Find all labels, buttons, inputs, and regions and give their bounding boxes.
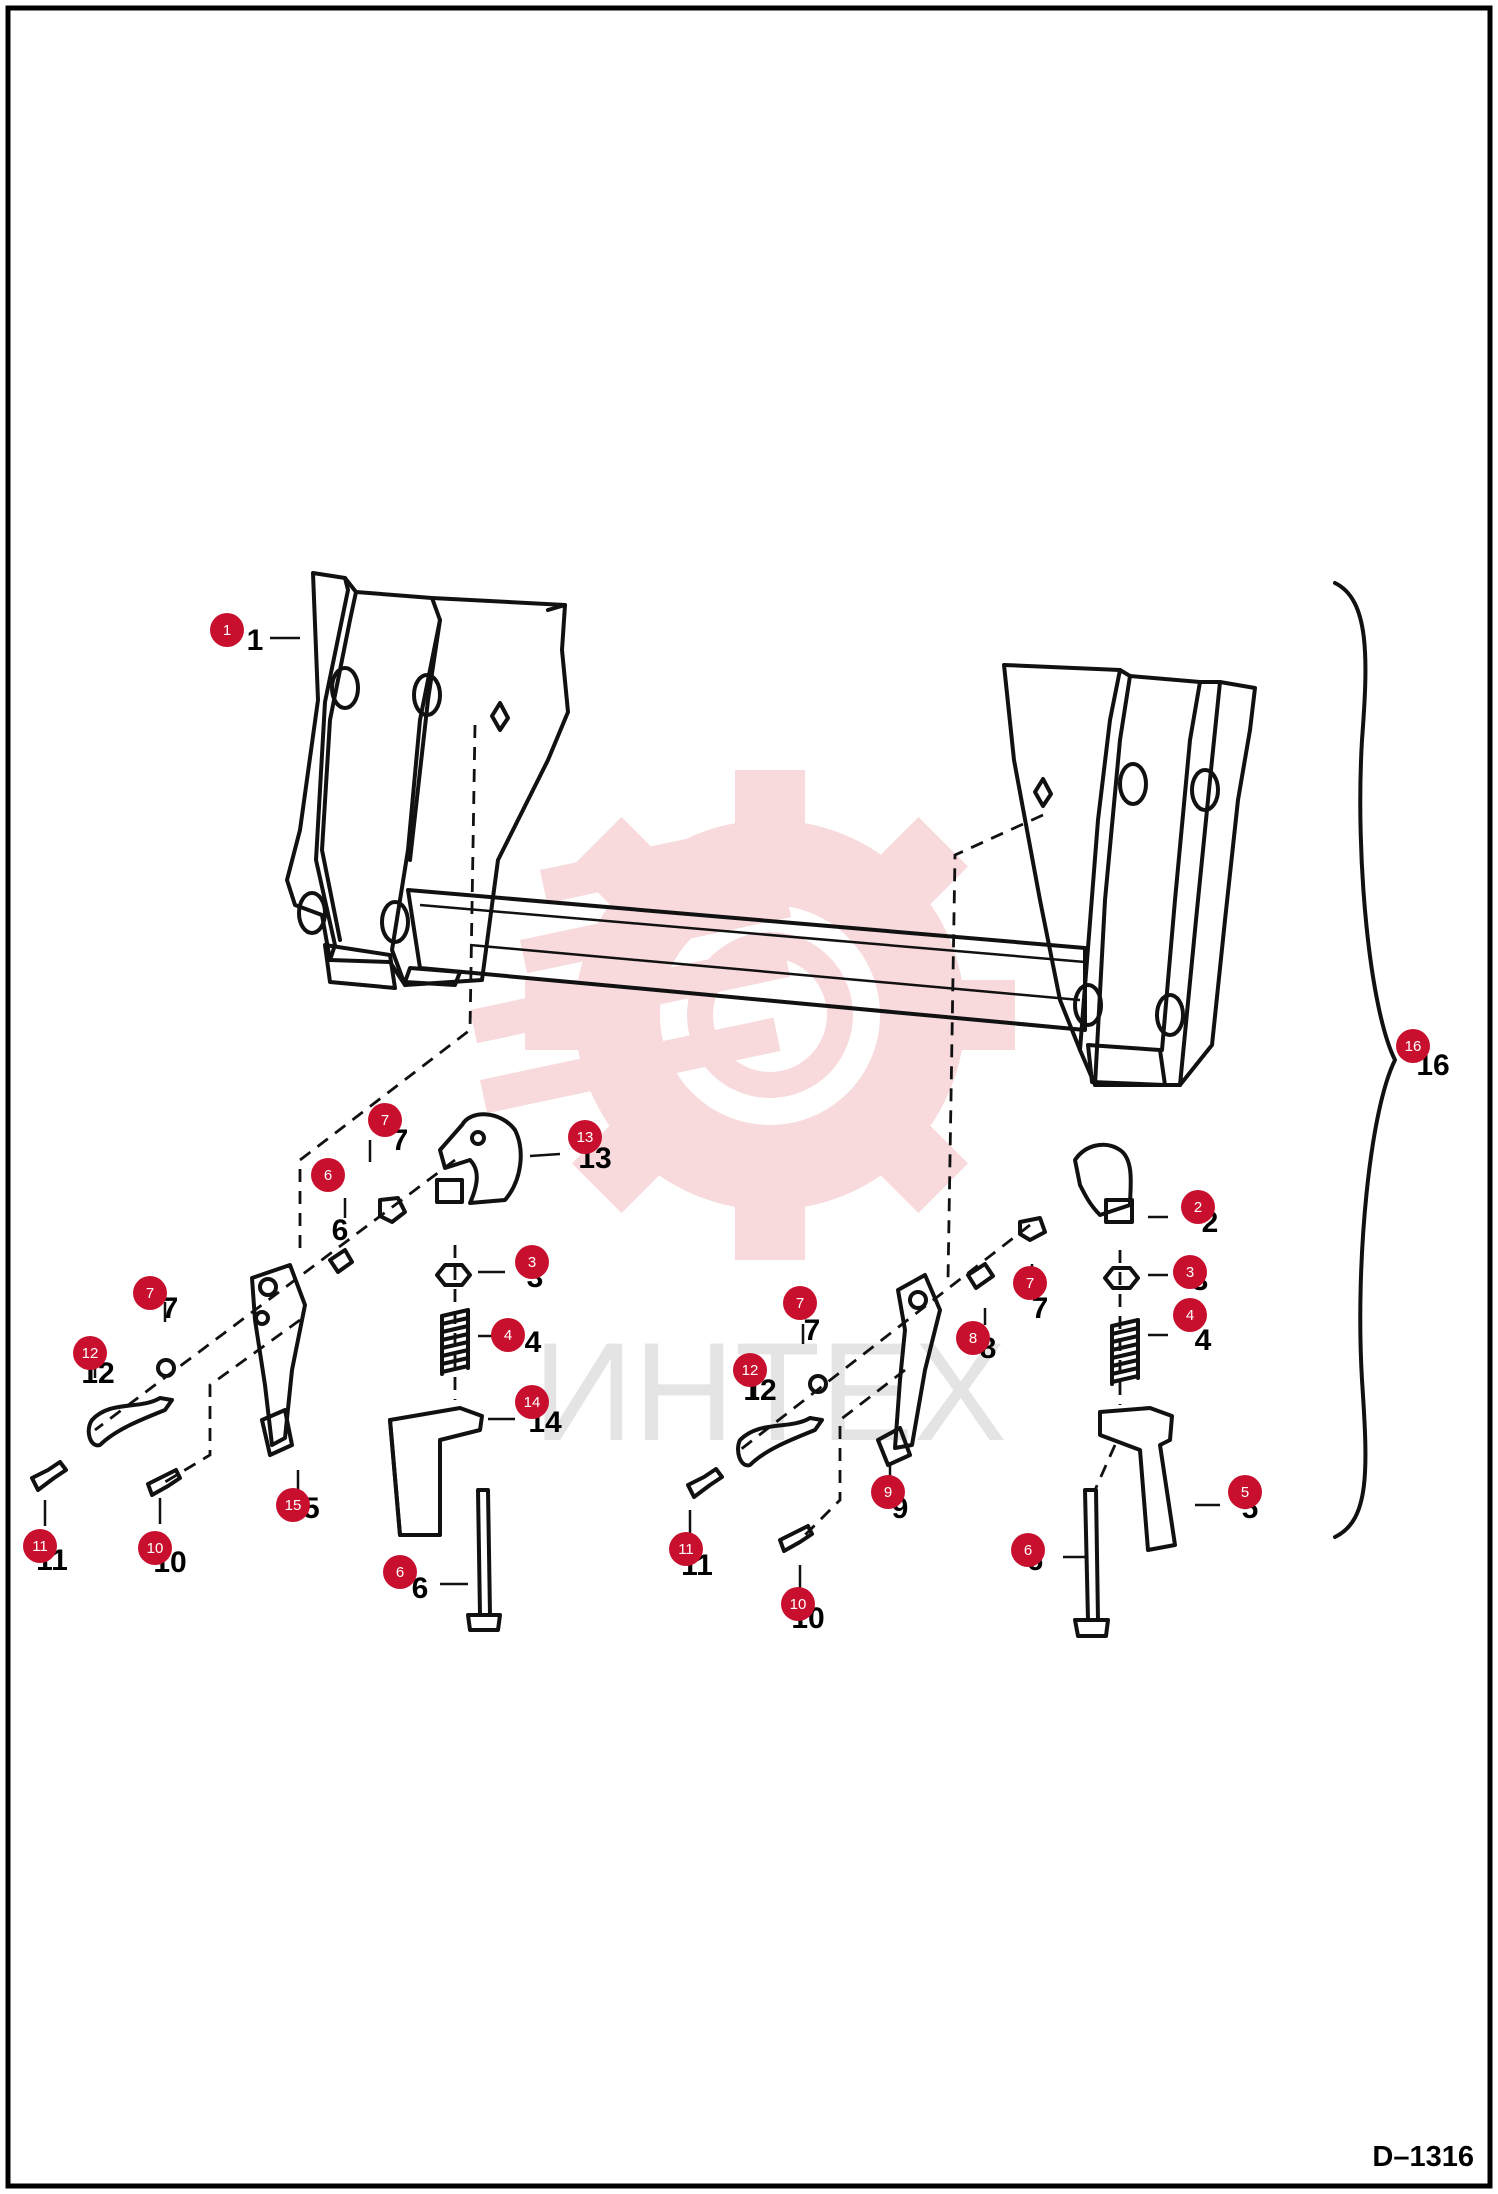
marker-number: 4: [1186, 1307, 1194, 1324]
assembly-bracket: [1333, 581, 1397, 1539]
marker-circle: [733, 1353, 767, 1387]
callout-marker-6: 6: [383, 1555, 417, 1589]
marker-number: 3: [1186, 1264, 1194, 1281]
marker-number: 3: [528, 1254, 536, 1271]
marker-circle: [1173, 1298, 1207, 1332]
marker-number: 16: [1405, 1038, 1422, 1055]
marker-circle: [781, 1587, 815, 1621]
marker-circle: [73, 1336, 107, 1370]
marker-circle: [23, 1529, 57, 1563]
marker-circle: [669, 1532, 703, 1566]
marker-number: 14: [524, 1394, 541, 1411]
marker-number: 7: [1026, 1275, 1034, 1292]
callout-marker-8: 8: [956, 1321, 990, 1355]
marker-number: 7: [381, 1112, 389, 1129]
callout-marker-3: 3: [515, 1245, 549, 1279]
marker-number: 6: [1024, 1542, 1032, 1559]
label-6-left: 6: [412, 1572, 429, 1605]
label-7-c: 7: [804, 1314, 821, 1347]
label-7-d: 7: [1032, 1292, 1049, 1325]
watermark-gear-icon: [470, 770, 1015, 1260]
callout-marker-4: 4: [491, 1318, 525, 1352]
callout-marker-16: 16: [1396, 1029, 1430, 1063]
label-1: 1: [247, 624, 264, 657]
callout-marker-11: 11: [23, 1529, 57, 1563]
callout-marker-1: 1: [210, 613, 244, 647]
marker-number: 15: [285, 1497, 302, 1514]
label-6-top: 6: [332, 1214, 349, 1247]
marker-circle: [138, 1531, 172, 1565]
marker-circle: [311, 1158, 345, 1192]
marker-circle: [368, 1103, 402, 1137]
label-4-right: 4: [1195, 1324, 1212, 1357]
marker-circle: [383, 1555, 417, 1589]
marker-circle: [133, 1276, 167, 1310]
marker-number: 11: [32, 1538, 48, 1555]
marker-circle: [515, 1245, 549, 1279]
callout-marker-10: 10: [781, 1587, 815, 1621]
callout-marker-7: 7: [133, 1276, 167, 1310]
marker-number: 10: [147, 1540, 164, 1557]
marker-circle: [1013, 1266, 1047, 1300]
marker-circle: [1181, 1190, 1215, 1224]
callout-marker-7: 7: [1013, 1266, 1047, 1300]
marker-number: 4: [504, 1327, 512, 1344]
marker-circle: [1396, 1029, 1430, 1063]
marker-circle: [783, 1286, 817, 1320]
callout-marker-5: 5: [1228, 1475, 1262, 1509]
callout-marker-10: 10: [138, 1531, 172, 1565]
marker-number: 11: [678, 1541, 694, 1558]
left-lever-assembly: [30, 724, 523, 1632]
callout-marker-15: 15: [276, 1488, 310, 1522]
marker-circle: [1228, 1475, 1262, 1509]
callout-marker-3: 3: [1173, 1255, 1207, 1289]
marker-circle: [491, 1318, 525, 1352]
callout-marker-11: 11: [669, 1532, 703, 1566]
right-lever-assembly: [686, 813, 1177, 1638]
marker-number: 12: [742, 1362, 759, 1379]
callout-marker-12: 12: [733, 1353, 767, 1387]
marker-number: 5: [1241, 1484, 1249, 1501]
marker-circle: [956, 1321, 990, 1355]
label-7-b: 7: [162, 1292, 179, 1325]
marker-circle: [276, 1488, 310, 1522]
spring-right: [1110, 1318, 1140, 1386]
callout-marker-6: 6: [311, 1158, 345, 1192]
callout-marker-13: 13: [568, 1120, 602, 1154]
bolt-left: [466, 1488, 502, 1632]
marker-number: 12: [82, 1345, 99, 1362]
callout-marker-7: 7: [783, 1286, 817, 1320]
callout-marker-2: 2: [1181, 1190, 1215, 1224]
marker-number: 10: [790, 1596, 807, 1613]
marker-circle: [1011, 1533, 1045, 1567]
marker-circle: [210, 613, 244, 647]
marker-number: 6: [396, 1564, 404, 1581]
callout-marker-7: 7: [368, 1103, 402, 1137]
callout-marker-4: 4: [1173, 1298, 1207, 1332]
marker-number: 6: [324, 1167, 332, 1184]
callout-marker-14: 14: [515, 1385, 549, 1419]
marker-number: 7: [796, 1295, 804, 1312]
marker-circle: [871, 1475, 905, 1509]
marker-number: 1: [223, 622, 231, 639]
marker-number: 9: [884, 1484, 892, 1501]
marker-number: 7: [146, 1285, 154, 1302]
marker-number: 8: [969, 1330, 977, 1347]
callout-marker-9: 9: [871, 1475, 905, 1509]
marker-circle: [515, 1385, 549, 1419]
marker-number: 2: [1194, 1199, 1202, 1216]
drawing-code: D–1316: [1372, 2141, 1474, 2173]
watermark-text: ИНТЕХ: [533, 1313, 1007, 1470]
spring-left: [440, 1308, 470, 1376]
marker-circle: [1173, 1255, 1207, 1289]
callout-marker-6: 6: [1011, 1533, 1045, 1567]
marker-number: 13: [577, 1129, 594, 1146]
label-4-left: 4: [525, 1326, 542, 1359]
marker-circle: [568, 1120, 602, 1154]
callout-marker-12: 12: [73, 1336, 107, 1370]
quick-tach-frame: [285, 571, 1257, 1087]
